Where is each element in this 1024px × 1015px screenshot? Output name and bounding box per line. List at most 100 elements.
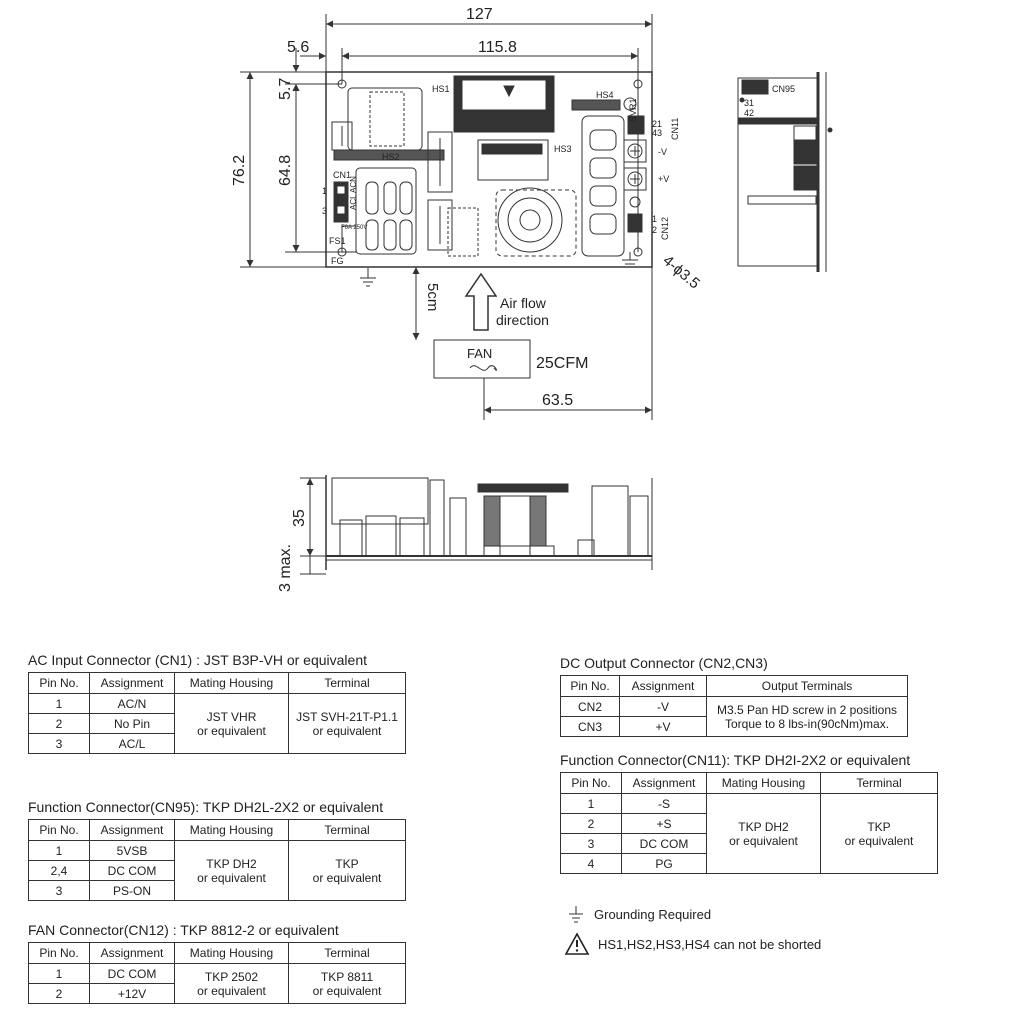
label-fs1: FS1 [329, 236, 346, 246]
header-terminal: Terminal [288, 942, 406, 964]
header-terminal: Terminal [820, 772, 938, 794]
table-block-dc-output: DC Output Connector (CN2,CN3) Pin No. As… [560, 655, 908, 737]
dim-fan-offset: 63.5 [542, 392, 573, 409]
label-hs2: HS2 [382, 152, 400, 162]
mechanical-drawing: 127 115.8 5.6 5.7 76.2 64.8 5cm 63.5 4-ϕ… [231, 6, 833, 592]
table-cn12: Pin No. Assignment Mating Housing Termin… [28, 942, 406, 1004]
dim-side-height: 35 [291, 509, 308, 527]
table-block-cn12: FAN Connector(CN12) : TKP 8812-2 or equi… [28, 922, 406, 1004]
toroid-inductor [497, 187, 563, 253]
table-dc-output: Pin No. Assignment Output Terminals CN2 … [560, 675, 908, 737]
header-terminal: Terminal [288, 819, 406, 841]
heatsink-hs4 [571, 99, 621, 111]
pin-cell: CN3 [560, 716, 620, 737]
fan-symbol [469, 365, 497, 371]
pin-cell: 2 [28, 983, 90, 1004]
pin-cell: CN2 [560, 696, 620, 717]
assignment-cell: PS-ON [89, 880, 175, 901]
dim-overall-width: 127 [466, 6, 493, 23]
label-cn12: CN12 [660, 217, 670, 240]
table-cn95: Pin No. Assignment Mating Housing Termin… [28, 819, 406, 901]
table-row: 3 DC COM [560, 833, 938, 854]
terminal-line: JST SVH-21T-P1.1 [296, 709, 398, 724]
label-cn1: CN1 [333, 170, 351, 180]
assignment-cell: No Pin [89, 713, 175, 734]
assignment-cell: DC COM [621, 833, 707, 854]
top-view-board [325, 71, 653, 287]
header-pin: Pin No. [28, 942, 90, 964]
table-row: CN3 +V [560, 716, 908, 737]
header-assignment: Assignment [89, 819, 175, 841]
terminal-line: TKP [335, 856, 359, 871]
label-minus-v: -V [658, 147, 667, 157]
dim-inner-height: 64.8 [277, 155, 294, 186]
fan-label: FAN [467, 346, 492, 361]
assignment-cell: +12V [89, 983, 175, 1004]
airflow-arrow [464, 272, 498, 331]
dim-side-max: 3 max. [277, 544, 294, 592]
housing-line: or equivalent [197, 870, 266, 885]
table-block-cn95: Function Connector(CN95): TKP DH2L-2X2 o… [28, 799, 406, 901]
warning-note: HS1,HS2,HS3,HS4 can not be shorted [564, 932, 821, 956]
ground-symbol-left [360, 268, 376, 287]
connector-cn11 [627, 115, 645, 135]
heatsink-hs3 [477, 139, 549, 181]
assignment-cell: 5VSB [89, 840, 175, 861]
pin-cell: 2 [28, 713, 90, 734]
table-row: 2 +12V [28, 983, 406, 1004]
header-pin: Pin No. [560, 772, 622, 794]
mount-hole-br [633, 247, 643, 257]
table-row: 2 +S [560, 813, 938, 834]
pin-cell: 1 [560, 793, 622, 814]
terminal-line: or equivalent [312, 983, 382, 998]
grounding-text: Grounding Required [594, 906, 712, 922]
grounding-note: Grounding Required [566, 904, 711, 924]
label-cn95-pins-b: 42 [744, 108, 754, 118]
fan-cfm-label: 25CFM [536, 355, 588, 372]
table-row: 3 AC/L [28, 733, 406, 754]
table-cn1: Pin No. Assignment Mating Housing Termin… [28, 672, 406, 754]
assignment-cell: DC COM [89, 860, 175, 881]
label-hs4: HS4 [596, 90, 614, 100]
dim-top-offset: 5.7 [277, 78, 294, 100]
table-title-cn1: AC Input Connector (CN1) : JST B3P-VH or… [28, 652, 368, 668]
dim-inner-width: 115.8 [478, 39, 517, 56]
housing-line: TKP 2502 [204, 969, 259, 984]
table-title-cn12: FAN Connector(CN12) : TKP 8812-2 or equi… [28, 922, 339, 938]
label-cn95: CN95 [772, 84, 795, 94]
assignment-cell: +S [621, 813, 707, 834]
table-cn11: Pin No. Assignment Mating Housing Termin… [560, 772, 938, 874]
label-acl-acn: ACL ACN [349, 176, 358, 210]
housing-line: TKP DH2 [738, 819, 789, 834]
housing-line: or equivalent [197, 983, 266, 998]
header-housing: Mating Housing [706, 772, 821, 794]
header-housing: Mating Housing [174, 672, 289, 694]
fan-box [433, 339, 531, 379]
side-view-right [737, 72, 833, 272]
pin-cell: 2,4 [28, 860, 90, 881]
label-cn1-pin3: 3 [322, 206, 327, 216]
label-cn1-pin1: 1 [322, 186, 327, 196]
assignment-cell: -S [621, 793, 707, 814]
label-hs3: HS3 [554, 144, 572, 154]
header-terminal: Terminal [288, 672, 406, 694]
label-fuse-rating: F6A 250V [341, 225, 367, 231]
terminal-minus-v [627, 143, 643, 159]
terminal-line: TKP 8811 [320, 969, 374, 984]
table-title-cn11: Function Connector(CN11): TKP DH2I-2X2 o… [560, 752, 911, 768]
ground-icon [569, 906, 583, 923]
label-cn11-pins-a: 21 [652, 119, 662, 129]
table-row: 4 PG [560, 853, 938, 874]
terminal-line: or equivalent [312, 723, 382, 738]
ground-symbol-right [622, 252, 638, 265]
label-hs1: HS1 [432, 84, 450, 94]
